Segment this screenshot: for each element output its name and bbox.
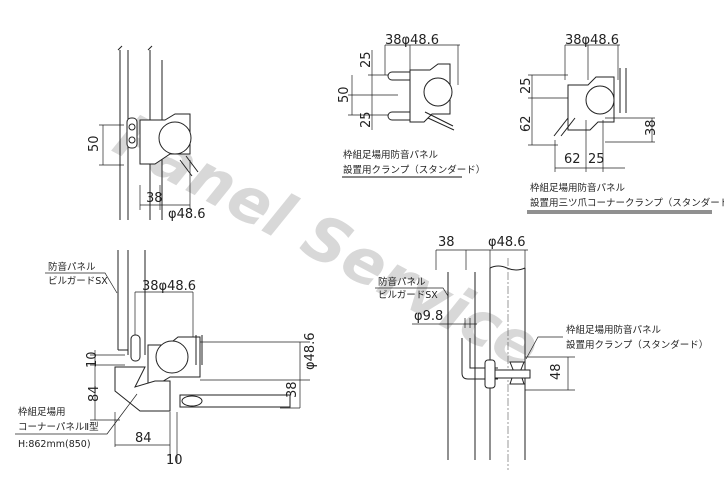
dim-phi: φ48.6	[168, 207, 206, 222]
dim-25: 25	[519, 77, 534, 94]
dim-50: 50	[337, 86, 352, 103]
dim-84-horizontal: 84	[135, 431, 152, 446]
corner-panel-label-line1: 枠組足場用	[18, 406, 66, 418]
dim-62-horizontal: 62	[564, 152, 581, 167]
clamp-label-line2: 設置用クランプ（スタンダード）	[566, 339, 708, 351]
dim-phi-vertical: φ48.6	[303, 332, 318, 370]
dim-25-bottom: 25	[359, 111, 374, 128]
panel-label-line1: 防音パネル	[48, 261, 96, 273]
dim-38: 38	[438, 235, 455, 250]
top-middle-view: 38φ48.6 25 50 25 枠組足場用防音パネル 設置用クランプ（スタンダ…	[337, 33, 485, 178]
dim-48: 48	[549, 363, 564, 380]
dim-phi: φ48.6	[488, 235, 526, 250]
dim-62-vertical: 62	[519, 115, 534, 132]
corner-panel-label-line2: コーナーパネルⅡ型	[18, 422, 99, 433]
top-left-view: 50 38 φ48.6	[87, 45, 206, 222]
dim-25-horizontal: 25	[588, 152, 605, 167]
dim-38: 38	[146, 191, 163, 206]
top-right-view: 38φ48.6 25 62 38 62 25 枠組足場用防音パネル 設置用三ツ爪…	[519, 33, 724, 214]
clamp-label-line1: 枠組足場用防音パネル	[343, 149, 439, 161]
dim-10-vertical: 10	[85, 351, 100, 368]
dim-38: 38	[644, 119, 659, 136]
dim-25-top: 25	[359, 51, 374, 68]
bottom-left-view: 防音パネル ビルガードSX 38φ48.6 φ48.6 38 10 84 枠組足…	[15, 250, 318, 468]
dim-38phi: 38φ48.6	[385, 33, 439, 48]
dim-84-vertical: 84	[87, 385, 102, 402]
clamp-label-line1: 枠組足場用防音パネル	[566, 324, 662, 336]
panel-label-line2: ビルガードSX	[378, 290, 438, 301]
dim-38-vertical: 38	[285, 381, 300, 398]
panel-label-line2: ビルガードSX	[48, 276, 108, 287]
dim-phi-9.8: φ9.8	[414, 309, 443, 324]
corner-clamp-label-line1: 枠組足場用防音パネル	[530, 182, 626, 194]
dim-10-horizontal: 10	[166, 453, 183, 468]
dim-38phi: 38φ48.6	[142, 279, 196, 294]
clamp-label-line2: 設置用クランプ（スタンダード）	[343, 164, 485, 176]
bottom-right-view: 38 φ48.6 防音パネル ビルガードSX φ9.8 枠組足場用防音パネル 設…	[375, 235, 708, 470]
dim-50: 50	[87, 135, 102, 152]
corner-panel-label-line3: H:862mm(850)	[18, 439, 91, 450]
corner-clamp-label-line2: 設置用三ツ爪コーナークランプ（スタンダード）	[530, 197, 724, 209]
dim-38phi: 38φ48.6	[565, 33, 619, 48]
panel-label-line1: 防音パネル	[378, 276, 426, 288]
